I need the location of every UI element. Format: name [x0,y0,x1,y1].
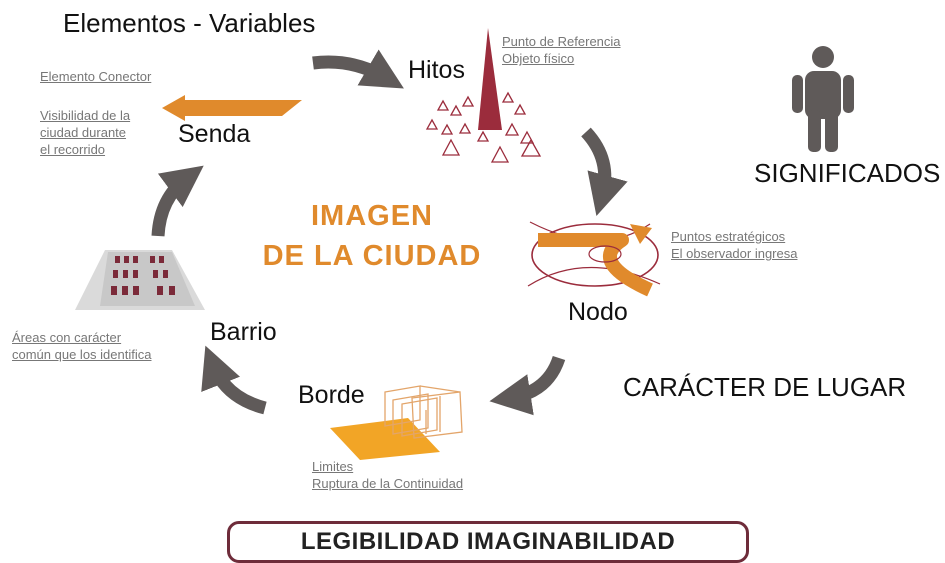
cycle-arrow-barrio-to-senda [151,165,204,237]
barrio-label: Barrio [210,318,277,346]
borde-note-2: Ruptura de la Continuidad [312,476,464,491]
borde-wall-icon [330,385,463,460]
center-title-line1: IMAGEN [311,200,433,232]
senda-notes: Visibilidad de la ciudad durante el reco… [40,107,130,158]
hitos-note-1: Punto de Referencia [502,34,621,49]
nodo-note-1: Puntos estratégicos [671,229,786,244]
cycle-arrow-title-to-hitos [312,49,404,89]
hitos-note-2: Objeto físico [502,51,575,66]
significados-caption: SIGNIFICADOS [754,158,941,188]
senda-note-3: el recorrido [40,142,106,157]
nodo-notes: Puntos estratégicos El observador ingres… [671,228,797,262]
borde-note-1: Limites [312,459,354,474]
senda-note-0: Elemento Conector [40,69,152,84]
senda-label: Senda [178,120,251,148]
senda-note-2: ciudad durante [40,125,127,140]
barrio-notes: Áreas con carácter común que los identif… [12,329,151,363]
cycle-arrow-hitos-to-nodo [581,127,628,217]
senda-note-1: Visibilidad de la [40,108,131,123]
nodo-note-2: El observador ingresa [671,246,798,261]
person-icon [792,46,854,152]
cycle-arrow-nodo-to-borde [489,355,566,416]
borde-notes: Limites Ruptura de la Continuidad [312,458,463,492]
footer-label: LEGIBILIDAD IMAGINABILIDAD [300,528,676,555]
barrio-buildings-icon [75,250,205,310]
hitos-label: Hitos [408,56,465,84]
center-title: IMAGEN DE LA CIUDAD [252,196,492,276]
nodo-crossing-icon [527,221,661,297]
caracter-de-lugar-caption: CARÁCTER DE LUGAR [623,372,907,402]
barrio-note-2: común que los identifica [12,347,152,362]
footer-box: LEGIBILIDAD IMAGINABILIDAD [227,521,749,563]
senda-arrow-icon [162,95,302,121]
hitos-landmark-icon [425,28,542,163]
page-title: Elementos - Variables [63,8,316,38]
cycle-arrow-borde-to-barrio [201,345,267,415]
borde-label: Borde [298,381,365,409]
center-title-line2: DE LA CIUDAD [262,240,482,272]
hitos-notes: Punto de Referencia Objeto físico [502,33,621,67]
nodo-label: Nodo [568,298,628,326]
barrio-note-1: Áreas con carácter [12,330,122,345]
